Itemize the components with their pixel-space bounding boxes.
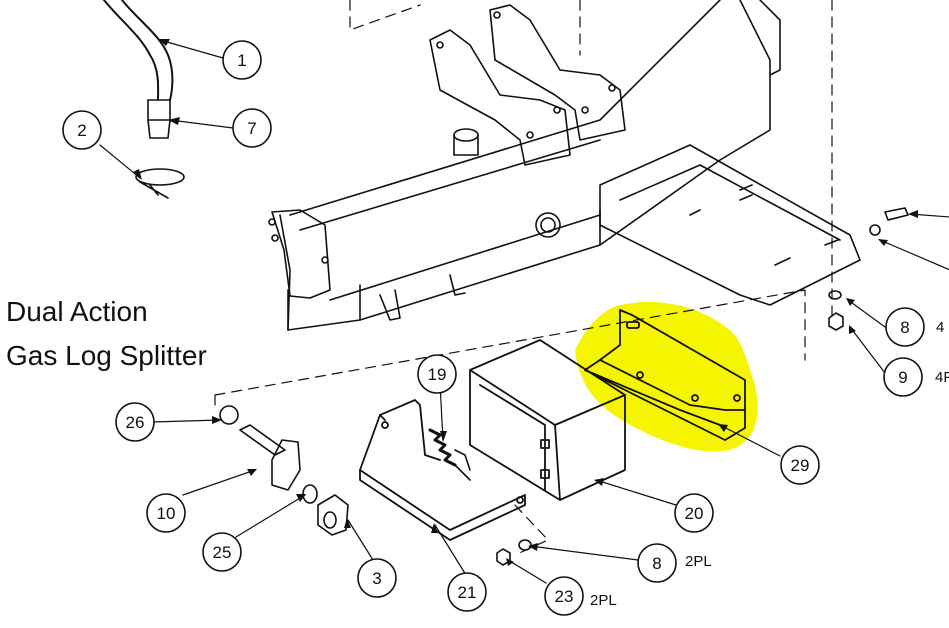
quantity-note-8: 2PL (685, 553, 712, 570)
balloon-1: 1 (222, 40, 262, 80)
svg-text:8: 8 (652, 554, 661, 573)
assembly-centerlines (214, 0, 833, 556)
balloon-10: 10 (146, 493, 186, 533)
balloon-26: 26 (115, 402, 155, 442)
balloon-8-top: 8 (885, 307, 925, 347)
balloon-3: 3 (357, 558, 397, 598)
control-box-20 (469, 339, 626, 501)
svg-text:8: 8 (900, 318, 909, 337)
hose-clamp (135, 168, 185, 199)
balloon-19: 19 (417, 354, 457, 394)
balloon-callouts: 1 7 2 8 9 19 26 10 (62, 40, 925, 616)
balloon-25: 25 (202, 532, 242, 572)
leader-arrowheads (133, 39, 918, 566)
balloon-2: 2 (62, 110, 102, 150)
quantity-note-8-top: 4 (936, 319, 944, 336)
svg-text:19: 19 (428, 365, 447, 384)
fittings (219, 405, 349, 536)
balloon-21: 21 (447, 572, 487, 612)
quantity-note-23: 2PL (590, 592, 617, 609)
hardware-bottom (496, 539, 532, 566)
svg-text:25: 25 (213, 543, 232, 562)
svg-text:2: 2 (77, 121, 86, 140)
svg-text:26: 26 (126, 413, 145, 432)
diagram-title-line-1: Dual Action (6, 296, 148, 327)
svg-text:7: 7 (247, 119, 256, 138)
svg-text:20: 20 (685, 504, 704, 523)
svg-text:9: 9 (898, 368, 907, 387)
battery-tray-21 (359, 399, 526, 541)
hydraulic-hose (103, 0, 174, 139)
balloon-20: 20 (674, 493, 714, 533)
svg-text:21: 21 (458, 583, 477, 602)
main-frame-beam (268, 0, 861, 331)
leader-lines (99, 39, 949, 584)
svg-text:10: 10 (157, 504, 176, 523)
svg-text:1: 1 (237, 51, 246, 70)
hardware-right (828, 207, 909, 331)
balloon-7: 7 (232, 108, 272, 148)
mounting-bracket-29 (584, 309, 746, 441)
svg-text:23: 23 (555, 587, 574, 606)
spring-19 (428, 428, 471, 481)
balloon-8-bottom: 8 (637, 543, 677, 583)
svg-text:3: 3 (372, 569, 381, 588)
diagram-title-line-2: Gas Log Splitter (6, 340, 207, 371)
balloon-23: 23 (544, 576, 584, 616)
balloon-29: 29 (780, 445, 820, 485)
balloon-9: 9 (883, 357, 923, 397)
quantity-note-9: 4P (935, 369, 949, 386)
svg-text:29: 29 (791, 456, 810, 475)
